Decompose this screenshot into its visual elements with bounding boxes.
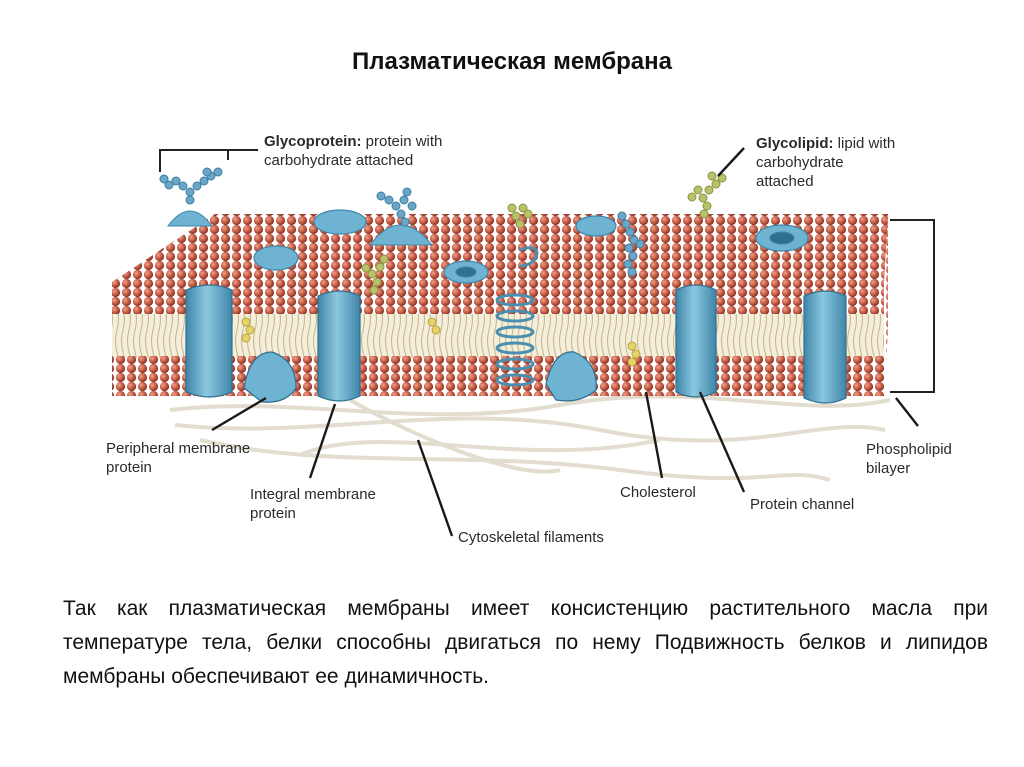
integral-proteins	[185, 284, 847, 404]
phospholipid-bilayer-label: Phospholipid	[866, 441, 952, 458]
glycoprotein-middle	[368, 187, 434, 246]
cytoskeletal-label: Cytoskeletal filaments	[458, 529, 604, 546]
bilayer-top-surface	[112, 214, 888, 396]
brackets	[159, 149, 935, 393]
protein-channel-label: Protein channel	[750, 496, 854, 513]
glycolipid-label-line2: carbohydrate	[756, 154, 844, 171]
page-title: Плазматическая мембрана	[351, 48, 672, 75]
cytoskeletal-filaments	[169, 394, 891, 482]
description-paragraph: Так как плазматическая мембраны имеет ко…	[63, 597, 988, 688]
peripheral-protein-label: Peripheral membrane	[106, 440, 250, 457]
glycolipid-label: Glycolipid: lipid with	[756, 135, 895, 152]
peripheral-protein	[243, 351, 597, 403]
leader-lines	[211, 147, 919, 537]
glycoprotein	[159, 167, 223, 227]
surface-proteins	[253, 209, 809, 284]
cholesterol-label: Cholesterol	[620, 484, 696, 501]
glycoprotein-chain-right	[617, 211, 645, 277]
integral-protein-label: Integral membrane	[250, 486, 376, 503]
glycolipid-label-line3: attached	[756, 173, 814, 190]
cholesterol	[241, 317, 641, 367]
glycoprotein-label: Glycoprotein: protein with	[264, 133, 442, 150]
glycolipid	[361, 171, 727, 295]
glycoprotein-label-line2: carbohydrate attached	[264, 152, 413, 169]
phospholipid-bilayer-label-line2: bilayer	[866, 460, 910, 477]
helix-protein	[495, 246, 539, 387]
peripheral-protein-label-line2: protein	[106, 459, 152, 476]
integral-protein-label-line2: protein	[250, 505, 296, 522]
